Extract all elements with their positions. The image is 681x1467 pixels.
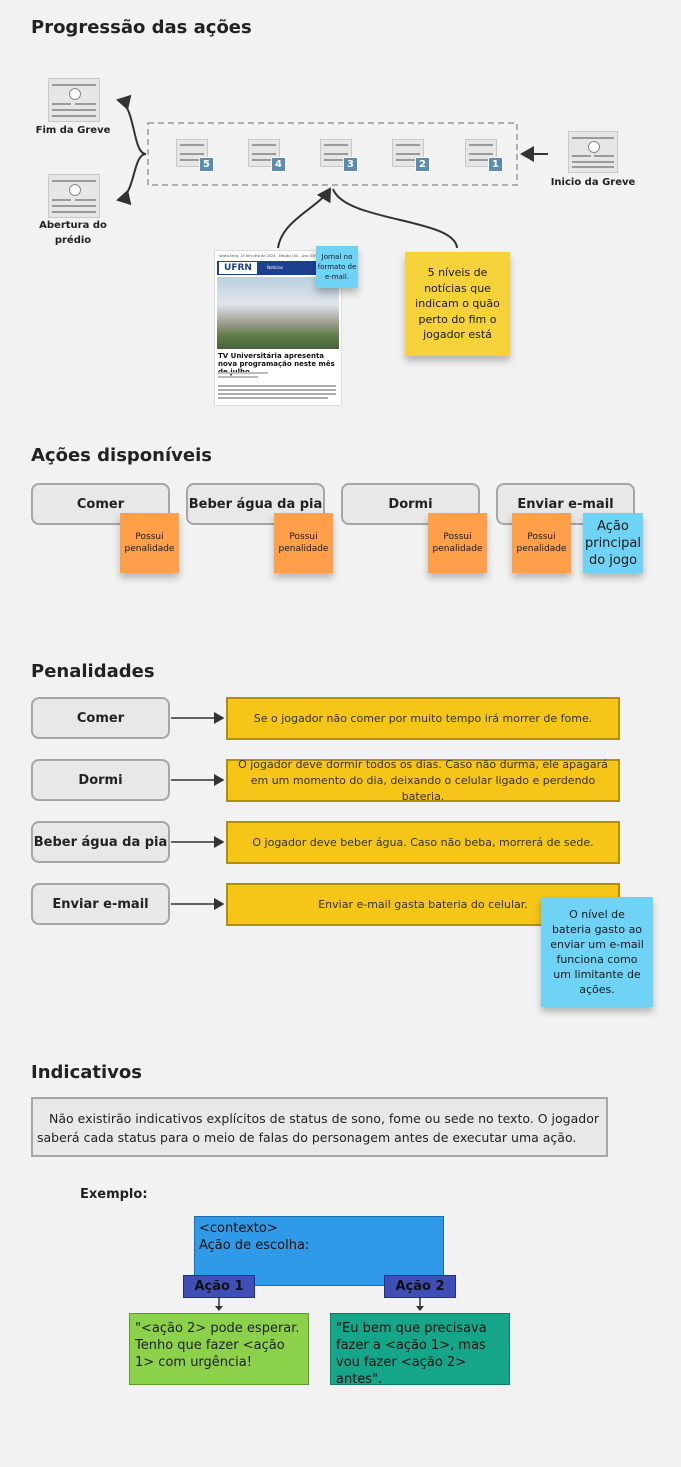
penalty-action-dormi: Dormi	[31, 759, 170, 801]
penalty-action-enviar-email: Enviar e-mail	[31, 883, 170, 925]
example-arrows	[215, 1298, 424, 1311]
note-email-format: Jornal no formato de e-mail.	[316, 246, 358, 288]
newspaper-nav: Notícias	[267, 265, 283, 270]
ufrn-logo: UFRN	[219, 262, 257, 274]
arrow-note-to-3	[332, 188, 458, 249]
label-fim-da-greve: Fim da Greve	[35, 125, 111, 136]
newspaper-icon: 1	[465, 139, 503, 172]
choice-text: Ação de escolha:	[199, 1238, 310, 1253]
penalty-action-beber-agua: Beber água da pia	[31, 821, 170, 863]
level-badge: 1	[488, 157, 503, 172]
action1-tag[interactable]: Ação 1	[183, 1275, 255, 1298]
newspaper-icon: 2	[392, 139, 430, 172]
level-badge: 3	[343, 157, 358, 172]
newspaper-icon	[568, 131, 618, 173]
arrow-newspaper-to-3	[277, 187, 332, 249]
note-possui-penalidade: Possui penalidade	[428, 513, 487, 573]
level-badge: 5	[199, 157, 214, 172]
newspaper-icon	[48, 174, 100, 218]
note-battery-limit: O nível de bateria gasto ao enviar um e-…	[541, 897, 653, 1007]
progression-connectors	[116, 94, 548, 249]
section-title-penalidades: Penalidades	[31, 661, 155, 682]
penalty-text-dormi: O jogador deve dormir todos os dias. Cas…	[226, 758, 620, 803]
note-possui-penalidade: Possui penalidade	[274, 513, 333, 573]
indicativos-description: Não existirão indicativos explícitos de …	[31, 1097, 608, 1157]
newspaper-icon	[48, 78, 100, 122]
section-title-indicativos: Indicativos	[31, 1062, 142, 1083]
penalty-text-comer: Se o jogador não comer por muito tempo i…	[226, 697, 620, 740]
arrow-abertura	[116, 153, 147, 206]
action-comer-button[interactable]: Comer	[31, 483, 170, 525]
newspaper-date: Sexta-feira, 15 de julho de 2024 - Ediçã…	[219, 254, 318, 258]
label-abertura-do-predio: Abertura do prédio	[39, 220, 107, 246]
option1-text: "<ação 2> pode esperar. Tenho que fazer …	[129, 1313, 309, 1385]
action2-tag[interactable]: Ação 2	[384, 1275, 456, 1298]
example-label: Exemplo:	[80, 1187, 148, 1202]
penalty-arrows	[171, 712, 225, 910]
note-possui-penalidade: Possui penalidade	[512, 513, 571, 573]
newspaper-icon: 4	[248, 139, 286, 172]
arrow-fim	[116, 94, 147, 155]
penalty-action-comer: Comer	[31, 697, 170, 739]
section-title-progressao: Progressão das ações	[31, 17, 252, 38]
option2-text: "Eu bem que precisava fazer a <ação 1>, …	[330, 1313, 510, 1387]
newspaper-icon: 3	[320, 139, 358, 172]
label-inicio-da-greve: Inicio da Greve	[550, 177, 636, 188]
choice-context-box: <contexto> Ação de escolha:	[194, 1216, 444, 1286]
level-badge: 2	[415, 157, 430, 172]
penalty-text-beber-agua: O jogador deve beber água. Caso não beba…	[226, 821, 620, 864]
level-badge: 4	[271, 157, 286, 172]
section-title-acoes: Ações disponíveis	[31, 445, 212, 466]
note-acao-principal: Ação principal do jogo	[583, 513, 643, 573]
context-text: <contexto>	[199, 1221, 278, 1236]
levels-dashed-frame	[147, 122, 518, 186]
note-five-levels: 5 níveis de notícias que indicam o quão …	[405, 252, 510, 356]
note-possui-penalidade: Possui penalidade	[120, 513, 179, 573]
newspaper-photo	[217, 277, 339, 349]
newspaper-icon: 5	[176, 139, 214, 172]
